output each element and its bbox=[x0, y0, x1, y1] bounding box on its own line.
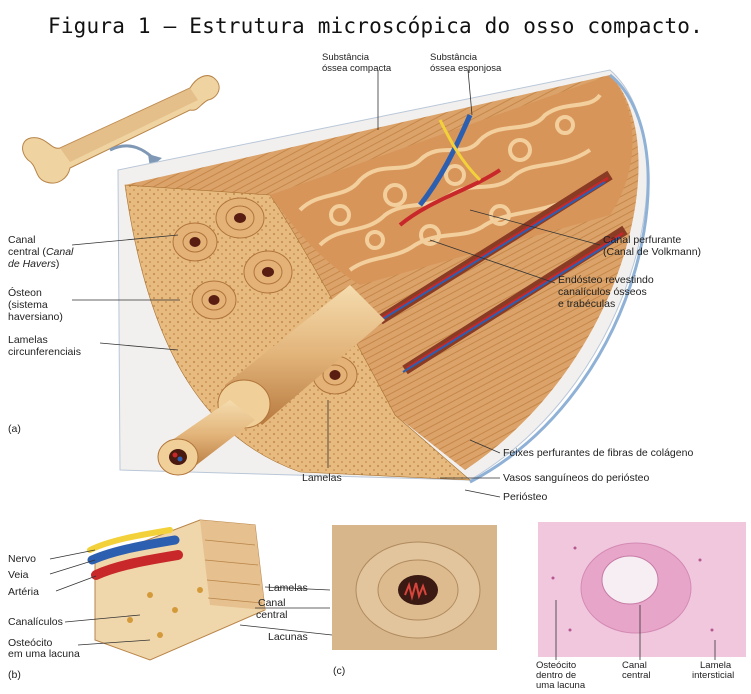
panel-c-micrograph bbox=[332, 525, 497, 650]
histology-micrograph bbox=[538, 522, 746, 657]
label-lamelas-circ-2: circunferenciais bbox=[8, 346, 81, 358]
label-feixes: Feixes perfurantes de fibras de colágeno bbox=[503, 447, 693, 459]
label-canaliculos: Canalículos bbox=[8, 616, 63, 628]
label-periosteo: Periósteo bbox=[503, 491, 548, 503]
label-esponjosa-1: Substância bbox=[430, 52, 478, 63]
label-canal-central-3: de Havers bbox=[8, 258, 57, 270]
label-d-canal-2: central bbox=[622, 670, 651, 681]
svg-text:de Havers): de Havers) bbox=[8, 258, 59, 270]
label-b-lamelas: Lamelas bbox=[268, 582, 308, 594]
label-osteon-1: Ósteon bbox=[8, 286, 42, 299]
label-canal-perfurante-2: (Canal de Volkmann) bbox=[603, 246, 701, 258]
label-vasos: Vasos sanguíneos do periósteo bbox=[503, 472, 649, 484]
label-canal-perfurante-1: Canal perfurante bbox=[603, 234, 681, 246]
label-d-osteocito-3: uma lacuna bbox=[536, 680, 586, 691]
label-lamelas-circ-1: Lamelas bbox=[8, 334, 48, 346]
label-osteocito-2: em uma lacuna bbox=[8, 648, 80, 660]
pointer-arrow bbox=[110, 146, 155, 160]
label-d-lamela-2: intersticial bbox=[692, 670, 734, 681]
label-b-canal-1: Canal bbox=[258, 597, 285, 609]
label-osteon-3: haversiano) bbox=[8, 311, 63, 323]
panel-c-label: (c) bbox=[333, 665, 345, 677]
label-canal-central-1: Canal bbox=[8, 234, 35, 246]
label-b-canal-2: central bbox=[256, 609, 288, 621]
label-endosteo-2: canalículos ósseos bbox=[558, 286, 647, 298]
label-esponjosa-2: óssea esponjosa bbox=[430, 63, 502, 74]
label-osteon-2: (sistema bbox=[8, 299, 48, 311]
panel-b-illustration bbox=[90, 520, 265, 660]
label-compacta-1: Substância bbox=[322, 52, 370, 63]
svg-text:central (Canal: central (Canal bbox=[8, 246, 74, 258]
panel-b-label: (b) bbox=[8, 669, 21, 681]
label-arteria: Artéria bbox=[8, 586, 39, 598]
label-canal-central-2b: Canal bbox=[46, 246, 74, 258]
label-compacta-2: óssea compacta bbox=[322, 63, 392, 74]
label-veia: Veia bbox=[8, 569, 29, 581]
label-canal-central-2a: central ( bbox=[8, 246, 46, 258]
label-lamelas: Lamelas bbox=[302, 472, 342, 484]
label-b-lacunas: Lacunas bbox=[268, 631, 308, 643]
label-canal-central-3b: ) bbox=[56, 258, 60, 270]
label-endosteo-1: Endósteo revestindo bbox=[558, 274, 654, 286]
label-endosteo-3: e trabéculas bbox=[558, 298, 615, 310]
label-nervo: Nervo bbox=[8, 553, 36, 565]
panel-a-label: (a) bbox=[8, 423, 21, 435]
